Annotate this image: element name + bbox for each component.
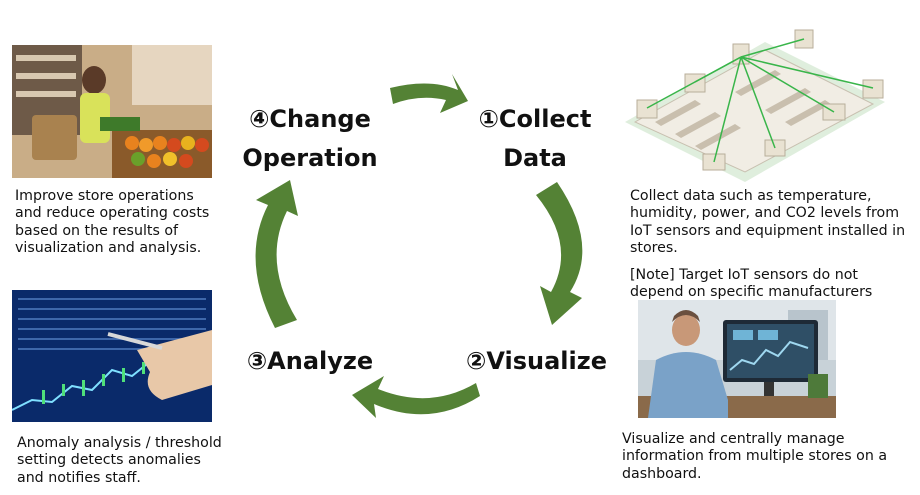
analyze-description: Anomaly analysis / threshold setting det…	[17, 435, 222, 486]
step-collect-label: ①Collect Data	[465, 100, 605, 178]
collect-description: Collect data such as temperature, humidi…	[630, 188, 906, 257]
grocery-store-photo	[12, 45, 212, 178]
step-change-line1: ④Change	[249, 105, 371, 133]
step-visualize-label: ②Visualize	[466, 347, 607, 375]
arrow-top	[390, 74, 468, 113]
step-change-line2: Operation	[242, 144, 378, 172]
dashboard-user-photo	[638, 300, 836, 418]
step-change-label: ④Change Operation	[240, 100, 380, 178]
stock-chart-photo	[12, 290, 212, 422]
store-iot-layout-illustration	[615, 22, 890, 182]
arrow-right	[536, 182, 583, 325]
step-analyze-label: ③Analyze	[246, 347, 374, 375]
arrow-left	[255, 180, 298, 328]
visualize-description: Visualize and centrally manage informati…	[622, 431, 888, 482]
arrow-bottom	[352, 376, 480, 418]
step-collect-line2: Data	[503, 144, 567, 172]
collect-note: [Note] Target IoT sensors do not depend …	[630, 267, 873, 301]
step-collect-line1: ①Collect	[478, 105, 592, 133]
change-description: Improve store operations and reduce oper…	[15, 188, 210, 257]
